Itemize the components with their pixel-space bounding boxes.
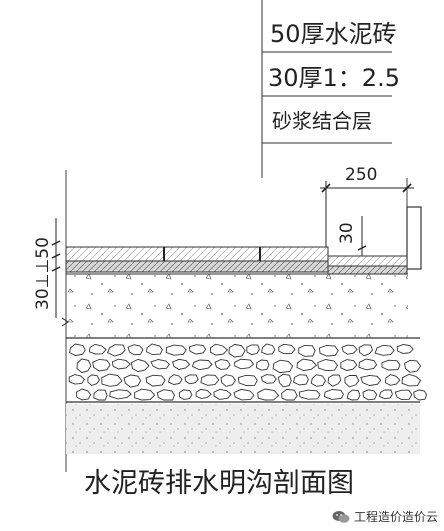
channel-bottom-brick (327, 255, 408, 275)
rubble-stone (68, 374, 86, 385)
rubble-stone (256, 359, 270, 371)
rubble-stone (146, 343, 163, 356)
rubble-stone (69, 343, 86, 357)
rubble-stone (213, 388, 232, 400)
dimension-250 (320, 181, 414, 254)
rubble-stone (317, 359, 339, 372)
rubble-stone (87, 374, 101, 387)
rubble-stone (323, 389, 344, 400)
rubble-stone (228, 343, 246, 358)
rubble-stone (214, 359, 231, 370)
rubble-stone (76, 358, 92, 374)
rubble-stone (195, 388, 212, 399)
rubble-stone (327, 374, 342, 387)
dimension-left-label: 30⊥⊥50 (33, 237, 53, 310)
rubble-stone (167, 374, 183, 385)
rubble-stone (358, 358, 378, 371)
rubble-stone (281, 388, 298, 401)
rubble-stone (145, 374, 166, 387)
rubble-stone (404, 359, 422, 373)
rubble-stone (88, 343, 107, 355)
rubble-stone (209, 343, 229, 356)
rubble-stone (246, 344, 260, 356)
rubble-stone (413, 389, 428, 401)
label-layer3: 砂浆结合层 (272, 109, 372, 133)
rubble-stone (272, 359, 294, 374)
rubble-stone (200, 374, 220, 386)
rubble-stone (233, 388, 255, 401)
rubble-stone (76, 388, 92, 401)
label-layer2: 30厚1：2.5 (268, 64, 400, 92)
dimension-250-label: 250 (345, 165, 377, 185)
rubble-stone (296, 358, 318, 371)
compacted-soil-layer (66, 404, 420, 454)
rubble-stone (107, 344, 126, 357)
rubble-stone (261, 343, 276, 355)
rubble-stone (374, 344, 395, 356)
rubble-stone (234, 358, 255, 370)
concrete-layer (66, 274, 408, 338)
rubble-stone (92, 358, 111, 372)
rubble-stone (150, 359, 170, 370)
rubble-stone (310, 374, 327, 387)
rubble-stone (130, 358, 150, 373)
channel-wall (406, 206, 422, 270)
rubble-stone (109, 389, 132, 400)
rubble-stone (178, 389, 193, 400)
rubble-stone (127, 344, 144, 356)
rubble-stone (260, 374, 277, 384)
rubble-stone (277, 373, 292, 388)
rubble-stone (396, 344, 414, 354)
cement-brick-layer (65, 246, 329, 263)
rubble-stone (156, 389, 176, 401)
mortar-bed-layer (65, 260, 329, 273)
rubble-stone (340, 359, 358, 371)
rubble-stone (358, 344, 374, 357)
watermark-text: 工程造价造价云 (353, 510, 438, 524)
watermark: 工程造价造价云 (332, 508, 438, 525)
rubble-stone (220, 374, 236, 387)
dimension-30-label: 30 (337, 222, 357, 244)
rubble-stone-layer (68, 343, 428, 401)
rubble-stone (293, 374, 309, 386)
rubble-stone (278, 343, 296, 355)
label-layer1: 50厚水泥砖 (270, 20, 397, 48)
rubble-stone (360, 374, 382, 386)
rubble-stone (381, 359, 401, 371)
rubble-stone (191, 359, 213, 371)
rubble-stone (346, 389, 361, 401)
rubble-stone (362, 389, 378, 401)
rubble-stone (165, 344, 187, 356)
rubble-stone (344, 374, 360, 388)
rubble-stone (93, 389, 108, 401)
rubble-stone (298, 344, 316, 357)
rubble-stone (401, 373, 422, 387)
wechat-icon (332, 510, 350, 524)
drawing-title: 水泥砖排水明沟剖面图 (84, 468, 354, 499)
rubble-stone (394, 389, 413, 401)
rubble-stone (188, 344, 207, 355)
rubble-stone (101, 373, 123, 387)
label-box (261, 0, 392, 178)
rubble-stone (257, 388, 280, 401)
rubble-stone (134, 388, 156, 401)
rubble-stone (237, 374, 258, 386)
rubble-stone (319, 344, 339, 357)
rubble-stone (172, 358, 191, 370)
rubble-stone (298, 389, 321, 400)
rubble-stone (123, 374, 142, 388)
rubble-stone (184, 374, 199, 385)
rubble-stone (111, 358, 131, 370)
rubble-stone (378, 389, 393, 400)
rubble-stone (384, 374, 401, 386)
rubble-stone (341, 344, 358, 355)
